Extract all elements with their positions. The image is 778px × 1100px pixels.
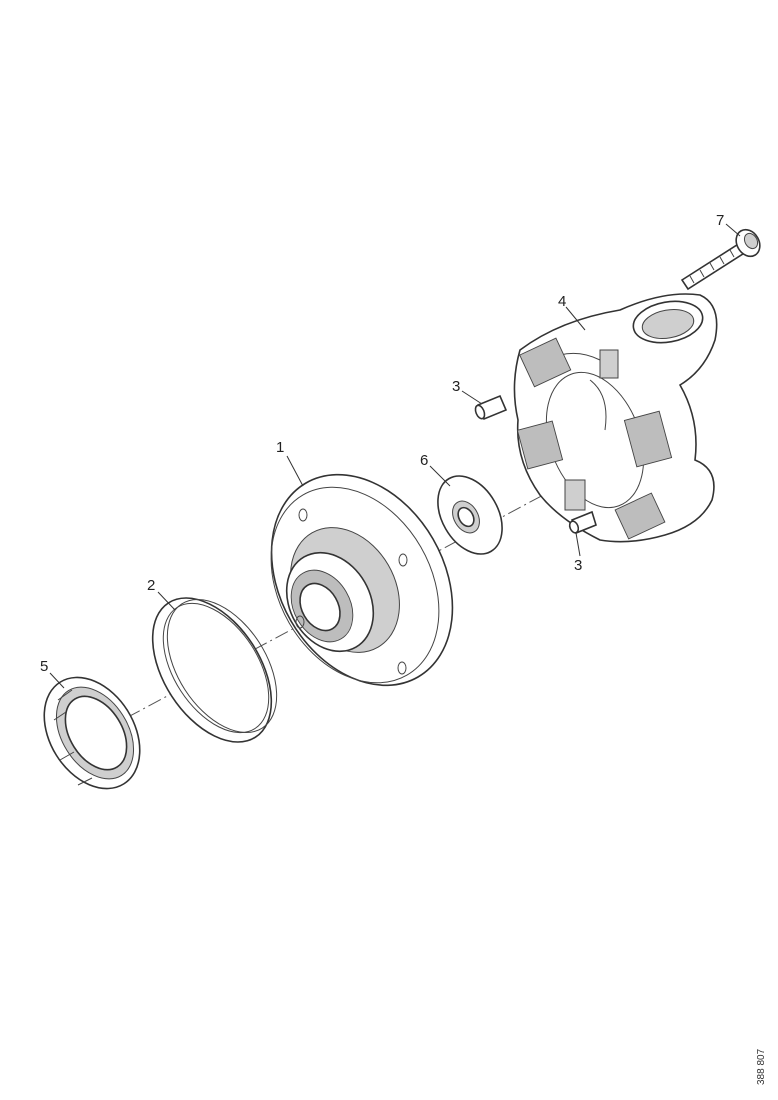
callout-7: 7 bbox=[716, 212, 724, 229]
part-6-washer bbox=[437, 475, 503, 555]
leader-6 bbox=[429, 465, 451, 487]
part-3-pin-upper bbox=[474, 394, 508, 421]
callout-3-upper: 3 bbox=[452, 378, 460, 395]
part-2-ring bbox=[151, 597, 278, 743]
drawing-number: 388 807 bbox=[756, 1048, 767, 1085]
leader-5 bbox=[49, 672, 65, 689]
callout-5: 5 bbox=[40, 658, 48, 675]
callout-3-lower: 3 bbox=[574, 557, 582, 574]
callout-2: 2 bbox=[147, 577, 155, 594]
leader-3b bbox=[575, 532, 581, 557]
leader-3a bbox=[461, 390, 483, 405]
callout-6: 6 bbox=[420, 452, 428, 469]
leader-7 bbox=[725, 223, 741, 237]
leader-4 bbox=[565, 306, 586, 331]
part-7-bolt bbox=[680, 228, 761, 291]
callout-4: 4 bbox=[558, 293, 566, 310]
part-5-seal-ring bbox=[43, 676, 141, 790]
part-3-pin-lower bbox=[568, 510, 597, 535]
part-1-flange-hub bbox=[270, 473, 454, 687]
callout-1: 1 bbox=[276, 439, 284, 456]
leader-2 bbox=[157, 591, 176, 611]
part-4-carrier bbox=[513, 293, 718, 543]
leader-1 bbox=[286, 455, 304, 487]
